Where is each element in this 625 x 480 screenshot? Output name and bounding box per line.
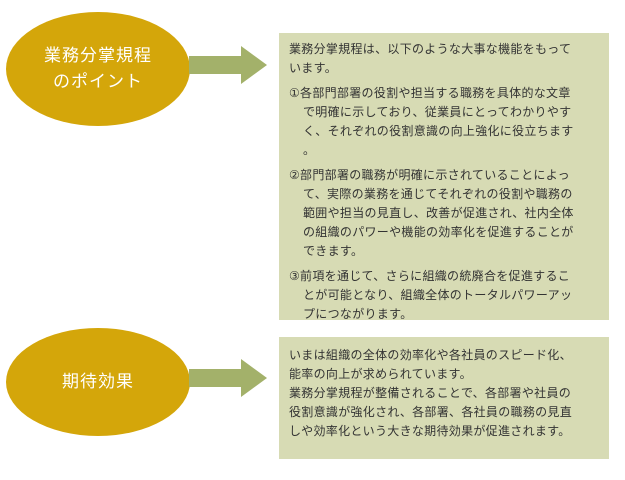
points-item-line: く、それぞれの役割意識の向上強化に役立ちます xyxy=(303,124,574,138)
points-arrow xyxy=(189,46,267,84)
points-item-line: の組織のパワーや機能の効率化を促進することが xyxy=(303,225,574,239)
points-text-box: 業務分掌規程は、以下のような大事な機能をもって います。 ①各部門部署の役割や担… xyxy=(279,33,609,321)
points-item-line: 。 xyxy=(303,143,316,157)
points-item-3: ③前項を通じて、さらに組織の統廃合を促進するこ とが可能となり、組織全体のトータ… xyxy=(289,267,599,324)
effects-line: 業務分掌規程が整備されることで、各部署や社員の xyxy=(289,386,572,400)
points-title-line-2: のポイント xyxy=(53,72,143,92)
points-intro: 業務分掌規程は、以下のような大事な機能をもって います。 xyxy=(289,40,599,78)
effects-label-oval: 期待効果 xyxy=(6,328,190,436)
points-title-line-1: 業務分掌規程 xyxy=(44,46,152,66)
points-item-line: ③前項を通じて、さらに組織の統廃合を促進するこ xyxy=(289,269,571,283)
points-item-line: ①各部門部署の役割や担当する職務を具体的な文章 xyxy=(289,86,571,100)
effects-text-box: いまは組織の全体の効率化や各社員のスピード化、 能率の向上が求められています。 … xyxy=(279,337,609,459)
points-item-line: とが可能となり、組織全体のトータルパワーアッ xyxy=(303,288,573,302)
effects-line: 役割意識が強化され、各部署、各社員の職務の見直 xyxy=(289,405,573,419)
points-item-line: プにつながります。 xyxy=(303,307,413,321)
effects-line: しや効率化という大きな期待効果が促進されます。 xyxy=(289,424,571,438)
effects-line: いまは組織の全体の効率化や各社員のスピード化、 xyxy=(289,348,572,362)
points-item-line: で明確に示しており、従業員にとってわかりやす xyxy=(303,105,572,119)
points-item-line: ②部門部署の職務が明確に示されていることによっ xyxy=(289,168,570,182)
points-label-oval: 業務分掌規程 のポイント xyxy=(6,12,190,126)
points-item-line: て、実際の業務を通じてそれぞれの役割や職務の xyxy=(303,187,573,201)
points-item-line: 範囲や担当の見直し、改善が促進され、社内全体 xyxy=(303,206,574,220)
points-intro-line: 業務分掌規程は、以下のような大事な機能をもって xyxy=(289,42,572,56)
points-intro-line: います。 xyxy=(289,61,338,75)
effects-line: 能率の向上が求められています。 xyxy=(289,367,472,381)
points-item-1: ①各部門部署の役割や担当する職務を具体的な文章 で明確に示しており、従業員にとっ… xyxy=(289,84,599,160)
effects-title: 期待効果 xyxy=(62,372,134,392)
points-item-line: できます。 xyxy=(303,244,364,258)
effects-arrow xyxy=(189,359,267,397)
points-item-2: ②部門部署の職務が明確に示されていることによっ て、実際の業務を通じてそれぞれの… xyxy=(289,166,599,261)
